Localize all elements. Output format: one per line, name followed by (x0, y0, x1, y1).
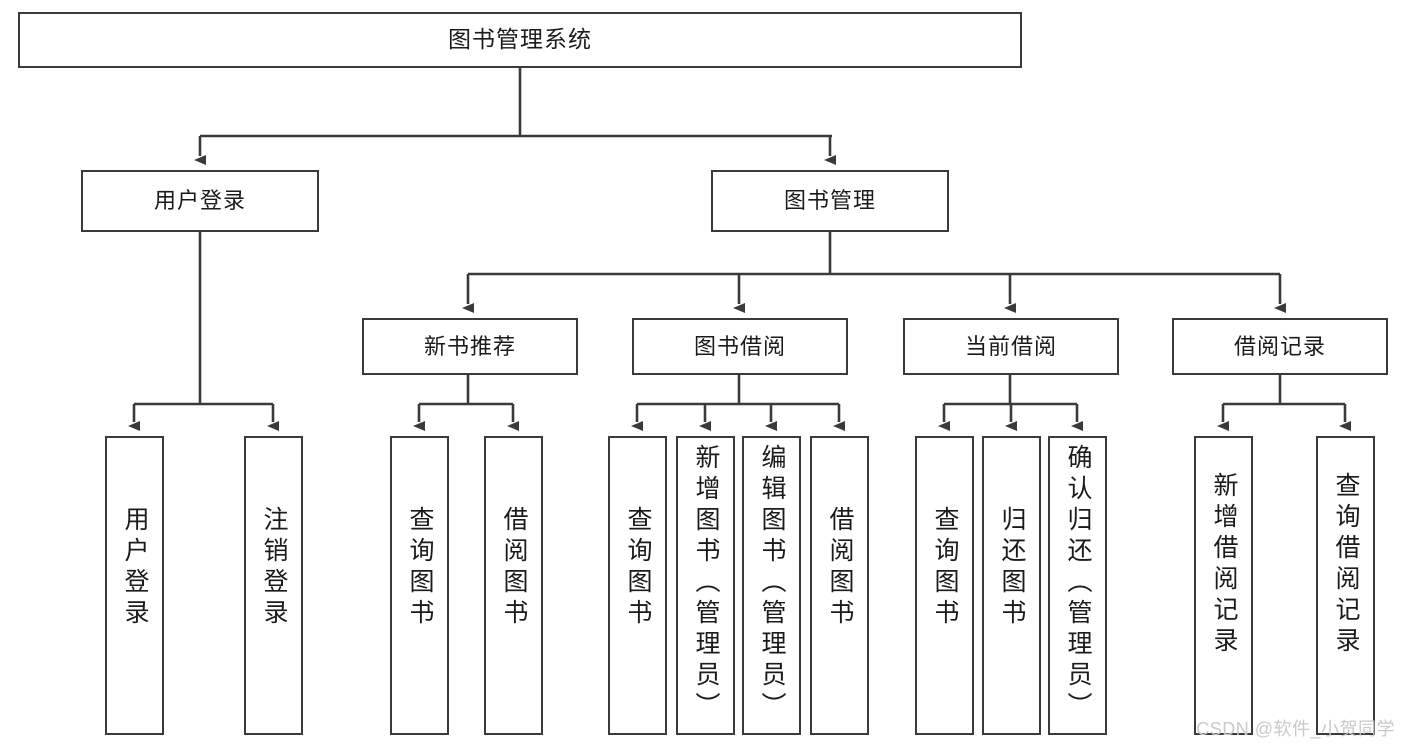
node-leaf-user-logout[interactable]: 注销登录 (244, 436, 303, 735)
node-leaf-query-book-2[interactable]: 查询图书 (608, 436, 667, 735)
node-label: 归还图书 (998, 506, 1026, 630)
node-leaf-borrow-book-2[interactable]: 借阅图书 (810, 436, 869, 735)
node-label: 借阅记录 (1233, 333, 1326, 359)
node-label: 新增图书（管理员） (692, 444, 720, 723)
node-leaf-borrow-book-1[interactable]: 借阅图书 (484, 436, 543, 735)
node-book-borrow[interactable]: 图书借阅 (632, 318, 848, 375)
node-label: 图书借阅 (693, 333, 786, 359)
node-leaf-edit-book[interactable]: 编辑图书（管理员） (742, 436, 801, 735)
node-borrow-record[interactable]: 借阅记录 (1172, 318, 1388, 375)
watermark-text: CSDN @软件_小贺同学 (1196, 719, 1395, 739)
node-leaf-user-login[interactable]: 用户登录 (105, 436, 164, 735)
node-leaf-return-book[interactable]: 归还图书 (982, 436, 1041, 735)
node-leaf-confirm-return[interactable]: 确认归还（管理员） (1048, 436, 1107, 735)
node-leaf-query-book-1[interactable]: 查询图书 (390, 436, 449, 735)
node-label: 图书管理系统 (448, 26, 592, 53)
node-leaf-add-book[interactable]: 新增图书（管理员） (676, 436, 735, 735)
node-label: 图书管理 (783, 188, 876, 214)
node-label: 查询借阅记录 (1332, 472, 1360, 658)
node-label: 确认归还（管理员） (1064, 444, 1092, 723)
node-label: 查询图书 (624, 506, 652, 630)
node-new-book-recommend[interactable]: 新书推荐 (362, 318, 578, 375)
node-label: 借阅图书 (826, 506, 854, 630)
node-leaf-query-record[interactable]: 查询借阅记录 (1316, 436, 1375, 735)
node-label: 用户登录 (121, 506, 149, 630)
node-label: 查询图书 (931, 506, 959, 630)
node-label: 新书推荐 (423, 333, 516, 359)
node-label: 注销登录 (260, 506, 288, 630)
node-leaf-query-book-3[interactable]: 查询图书 (915, 436, 974, 735)
node-leaf-add-record[interactable]: 新增借阅记录 (1194, 436, 1253, 735)
node-label: 编辑图书（管理员） (758, 444, 786, 723)
node-book-manage[interactable]: 图书管理 (711, 170, 949, 232)
node-label: 查询图书 (406, 506, 434, 630)
node-root-system[interactable]: 图书管理系统 (18, 12, 1022, 68)
node-user-login[interactable]: 用户登录 (81, 170, 319, 232)
node-label: 新增借阅记录 (1210, 472, 1238, 658)
node-label: 当前借阅 (964, 333, 1057, 359)
node-current-borrow[interactable]: 当前借阅 (903, 318, 1119, 375)
node-label: 借阅图书 (500, 506, 528, 630)
node-label: 用户登录 (153, 188, 246, 214)
